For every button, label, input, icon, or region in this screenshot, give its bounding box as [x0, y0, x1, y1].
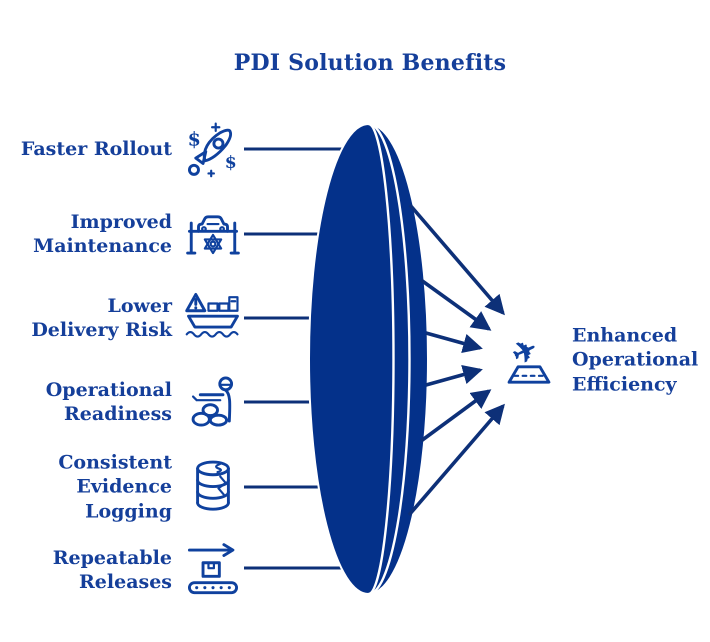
lens-shape — [308, 122, 429, 596]
person-supplies-icon — [184, 373, 242, 431]
cargo-ship-warning-icon — [184, 289, 242, 347]
benefit-label: Improved Maintenance — [33, 210, 172, 257]
svg-text:$: $ — [188, 128, 201, 150]
benefit-improved-maintenance: Improved Maintenance — [16, 205, 242, 263]
car-lift-gear-icon — [184, 205, 242, 263]
diagram-title: PDI Solution Benefits — [233, 50, 507, 76]
outcome-enhanced-operational-efficiency: ✈ Enhanced Operational Efficiency — [500, 324, 710, 397]
outcome-label: Enhanced Operational Efficiency — [572, 324, 699, 396]
output-arrows — [407, 203, 505, 517]
conveyor-belt-icon — [184, 541, 242, 599]
benefit-label: Lower Delivery Risk — [31, 294, 172, 341]
benefit-lower-delivery-risk: Lower Delivery Risk — [16, 289, 242, 347]
rocket-dollar-icon: $ $ — [184, 120, 242, 178]
airplane-runway-icon: ✈ — [500, 331, 558, 389]
benefit-label: Operational Readiness — [45, 378, 172, 425]
benefit-label: Faster Rollout — [20, 137, 172, 160]
database-icon — [184, 458, 242, 516]
benefit-label: Consistent Evidence Logging — [58, 451, 172, 523]
benefit-consistent-evidence-logging: Consistent Evidence Logging — [16, 451, 242, 524]
benefit-faster-rollout: Faster Rollout $ $ — [16, 120, 242, 178]
benefit-repeatable-releases: Repeatable Releases — [16, 541, 242, 599]
benefit-label: Repeatable Releases — [52, 546, 172, 593]
benefit-operational-readiness: Operational Readiness — [16, 373, 242, 431]
svg-text:$: $ — [225, 153, 237, 173]
input-lines — [244, 147, 366, 570]
